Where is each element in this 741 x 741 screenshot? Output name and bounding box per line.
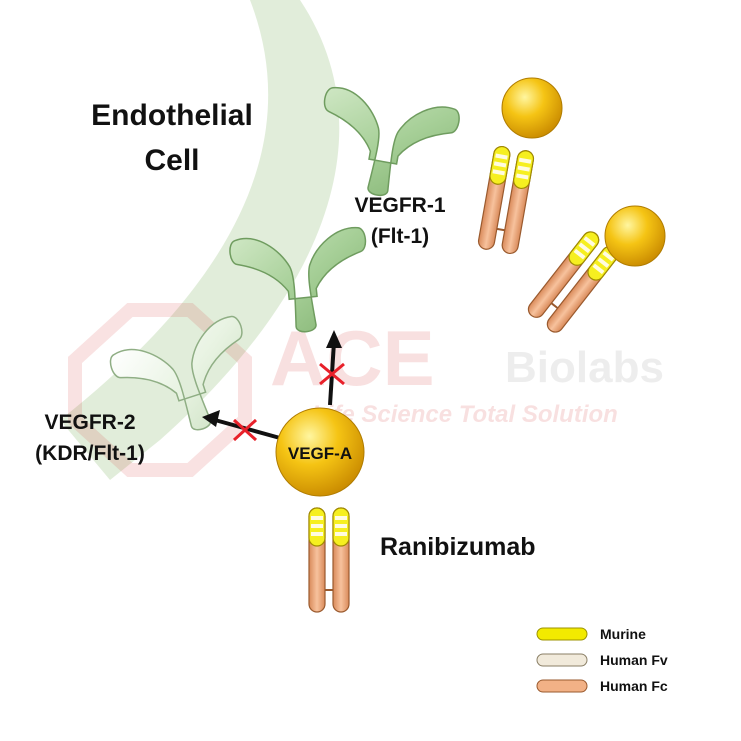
vegf-a-label: VEGF-A [288, 444, 352, 463]
legend-label-human-fc: Human Fc [600, 678, 668, 694]
cell-label-line1: Endothelial [91, 99, 253, 132]
watermark-tagline: Life Science Total Solution [312, 401, 618, 428]
ranibizumab-label: Ranibizumab [380, 533, 536, 561]
legend-item-human-fv: Human Fv [536, 652, 668, 668]
block-mark-vegfr1 [319, 362, 345, 386]
watermark-brand2: Biolabs [505, 343, 664, 392]
legend-label-murine: Murine [600, 626, 646, 642]
legend-label-human-fv: Human Fv [600, 652, 668, 668]
vegfr2-label-line1: VEGFR-2 [44, 411, 135, 434]
vegf-ball-1 [501, 77, 563, 139]
vegf-ball-2 [604, 205, 666, 267]
legend-swatch-human-fv [536, 653, 588, 667]
legend-item-murine: Murine [536, 626, 646, 642]
watermark-brand: ACE [270, 314, 435, 402]
cell-label-line2: Cell [144, 144, 199, 177]
block-mark-vegfr2 [232, 418, 258, 442]
vegfr1-label-line1: VEGFR-1 [354, 194, 445, 217]
legend-swatch-murine [536, 627, 588, 641]
vegfr2-label-line2: (KDR/Flt-1) [35, 442, 145, 465]
legend-item-human-fc: Human Fc [536, 678, 668, 694]
antibody-complex-1 [476, 77, 563, 256]
antibody-complex-2 [524, 205, 666, 337]
ranibizumab-antibody [308, 507, 350, 613]
arrow-to-vegfr1 [319, 330, 345, 406]
vegf-a-ligand [275, 407, 365, 497]
watermark: ACE Biolabs Life Science Total Solution [68, 303, 664, 477]
arrow-to-vegfr2 [202, 410, 281, 442]
legend: Murine Human Fv Human Fc [536, 626, 668, 694]
vegfr1-label-line2: (Flt-1) [371, 225, 429, 248]
legend-swatch-human-fc [536, 679, 588, 693]
